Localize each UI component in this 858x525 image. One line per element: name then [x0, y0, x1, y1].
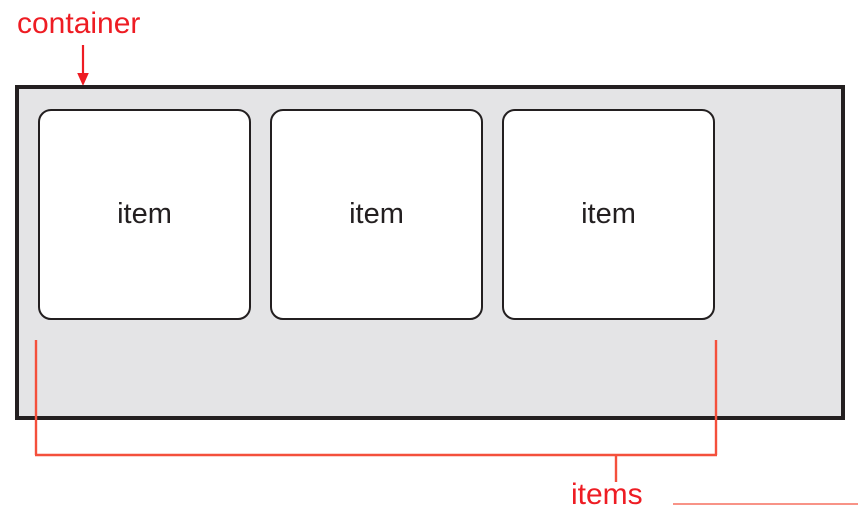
item-box-1[interactable]: item — [38, 109, 251, 320]
item-label: item — [349, 198, 404, 230]
item-box-2[interactable]: item — [270, 109, 483, 320]
items-annotation-label: items — [571, 478, 643, 511]
arrow-down-icon — [77, 45, 89, 86]
item-label: item — [581, 198, 636, 230]
container-annotation-label: container — [17, 7, 141, 40]
item-box-3[interactable]: item — [502, 109, 715, 320]
container-arrow-icon — [70, 44, 96, 88]
container-box: item item item — [15, 85, 845, 420]
item-label: item — [117, 198, 172, 230]
